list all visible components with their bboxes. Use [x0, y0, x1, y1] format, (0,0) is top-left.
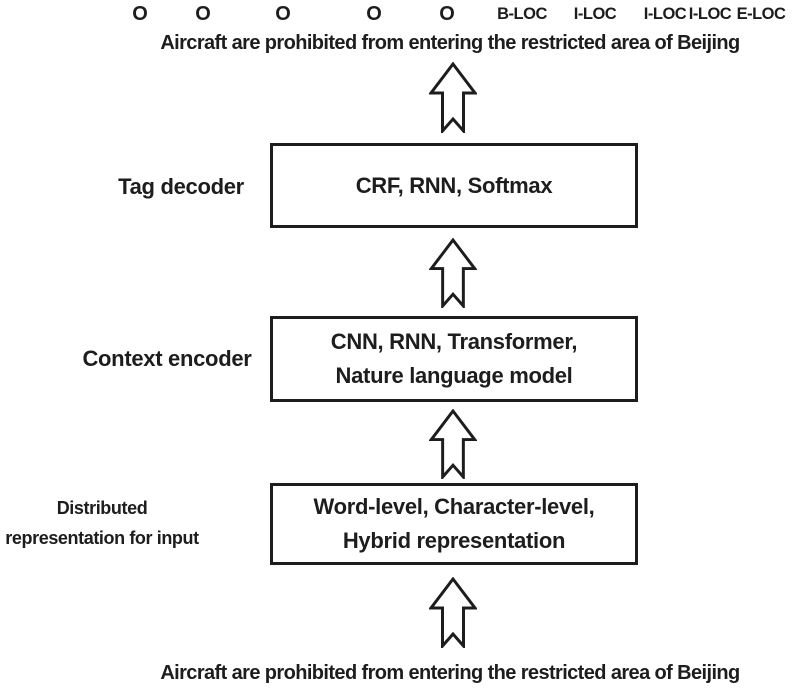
tag-label: O [439, 3, 455, 25]
tag-label: O [366, 3, 382, 25]
distributed-representation-box-line: Hybrid representation [342, 528, 566, 553]
tag-label: O [275, 3, 291, 25]
tag-decoder-label: Tag decoder [118, 174, 244, 200]
up-arrow-icon [429, 62, 477, 133]
context-encoder-label-line: Context encoder [82, 346, 252, 371]
tag-decoder-label-line: Tag decoder [118, 174, 244, 199]
distributed-representation-box: Word-level, Character-level, Hybrid repr… [270, 483, 638, 565]
context-encoder-box: CNN, RNN, Transformer, Nature language m… [270, 316, 638, 402]
distributed-representation-box-line: Word-level, Character-level, [313, 494, 595, 519]
context-encoder-label: Context encoder [82, 346, 251, 372]
up-arrow-icon [429, 577, 477, 648]
tag-label: O [132, 3, 148, 25]
tag-decoder-box: CRF, RNN, Softmax [270, 143, 638, 228]
output-sentence: Aircraft are prohibited from entering th… [160, 32, 740, 54]
tag-decoder-box-text: CRF, RNN, Softmax [355, 172, 553, 198]
tag-label: I-LOC [573, 5, 617, 23]
distributed-representation-label-line: Distributed [56, 498, 148, 518]
distributed-representation-label: Distributed representation for input [5, 493, 199, 553]
input-sentence: Aircraft are prohibited from entering th… [160, 662, 740, 684]
context-encoder-box-line: Nature language model [335, 363, 573, 388]
up-arrow-icon [429, 238, 477, 308]
tag-label: O [195, 3, 211, 25]
tag-label: I-LOC [688, 5, 732, 23]
distributed-representation-label-line: representation for input [5, 528, 199, 548]
context-encoder-box-line: CNN, RNN, Transformer, [330, 329, 578, 354]
tag-label: I-LOC [643, 5, 687, 23]
up-arrow-icon [429, 409, 477, 479]
tag-label: E-LOC [736, 5, 786, 23]
tag-label: B-LOC [497, 5, 547, 23]
